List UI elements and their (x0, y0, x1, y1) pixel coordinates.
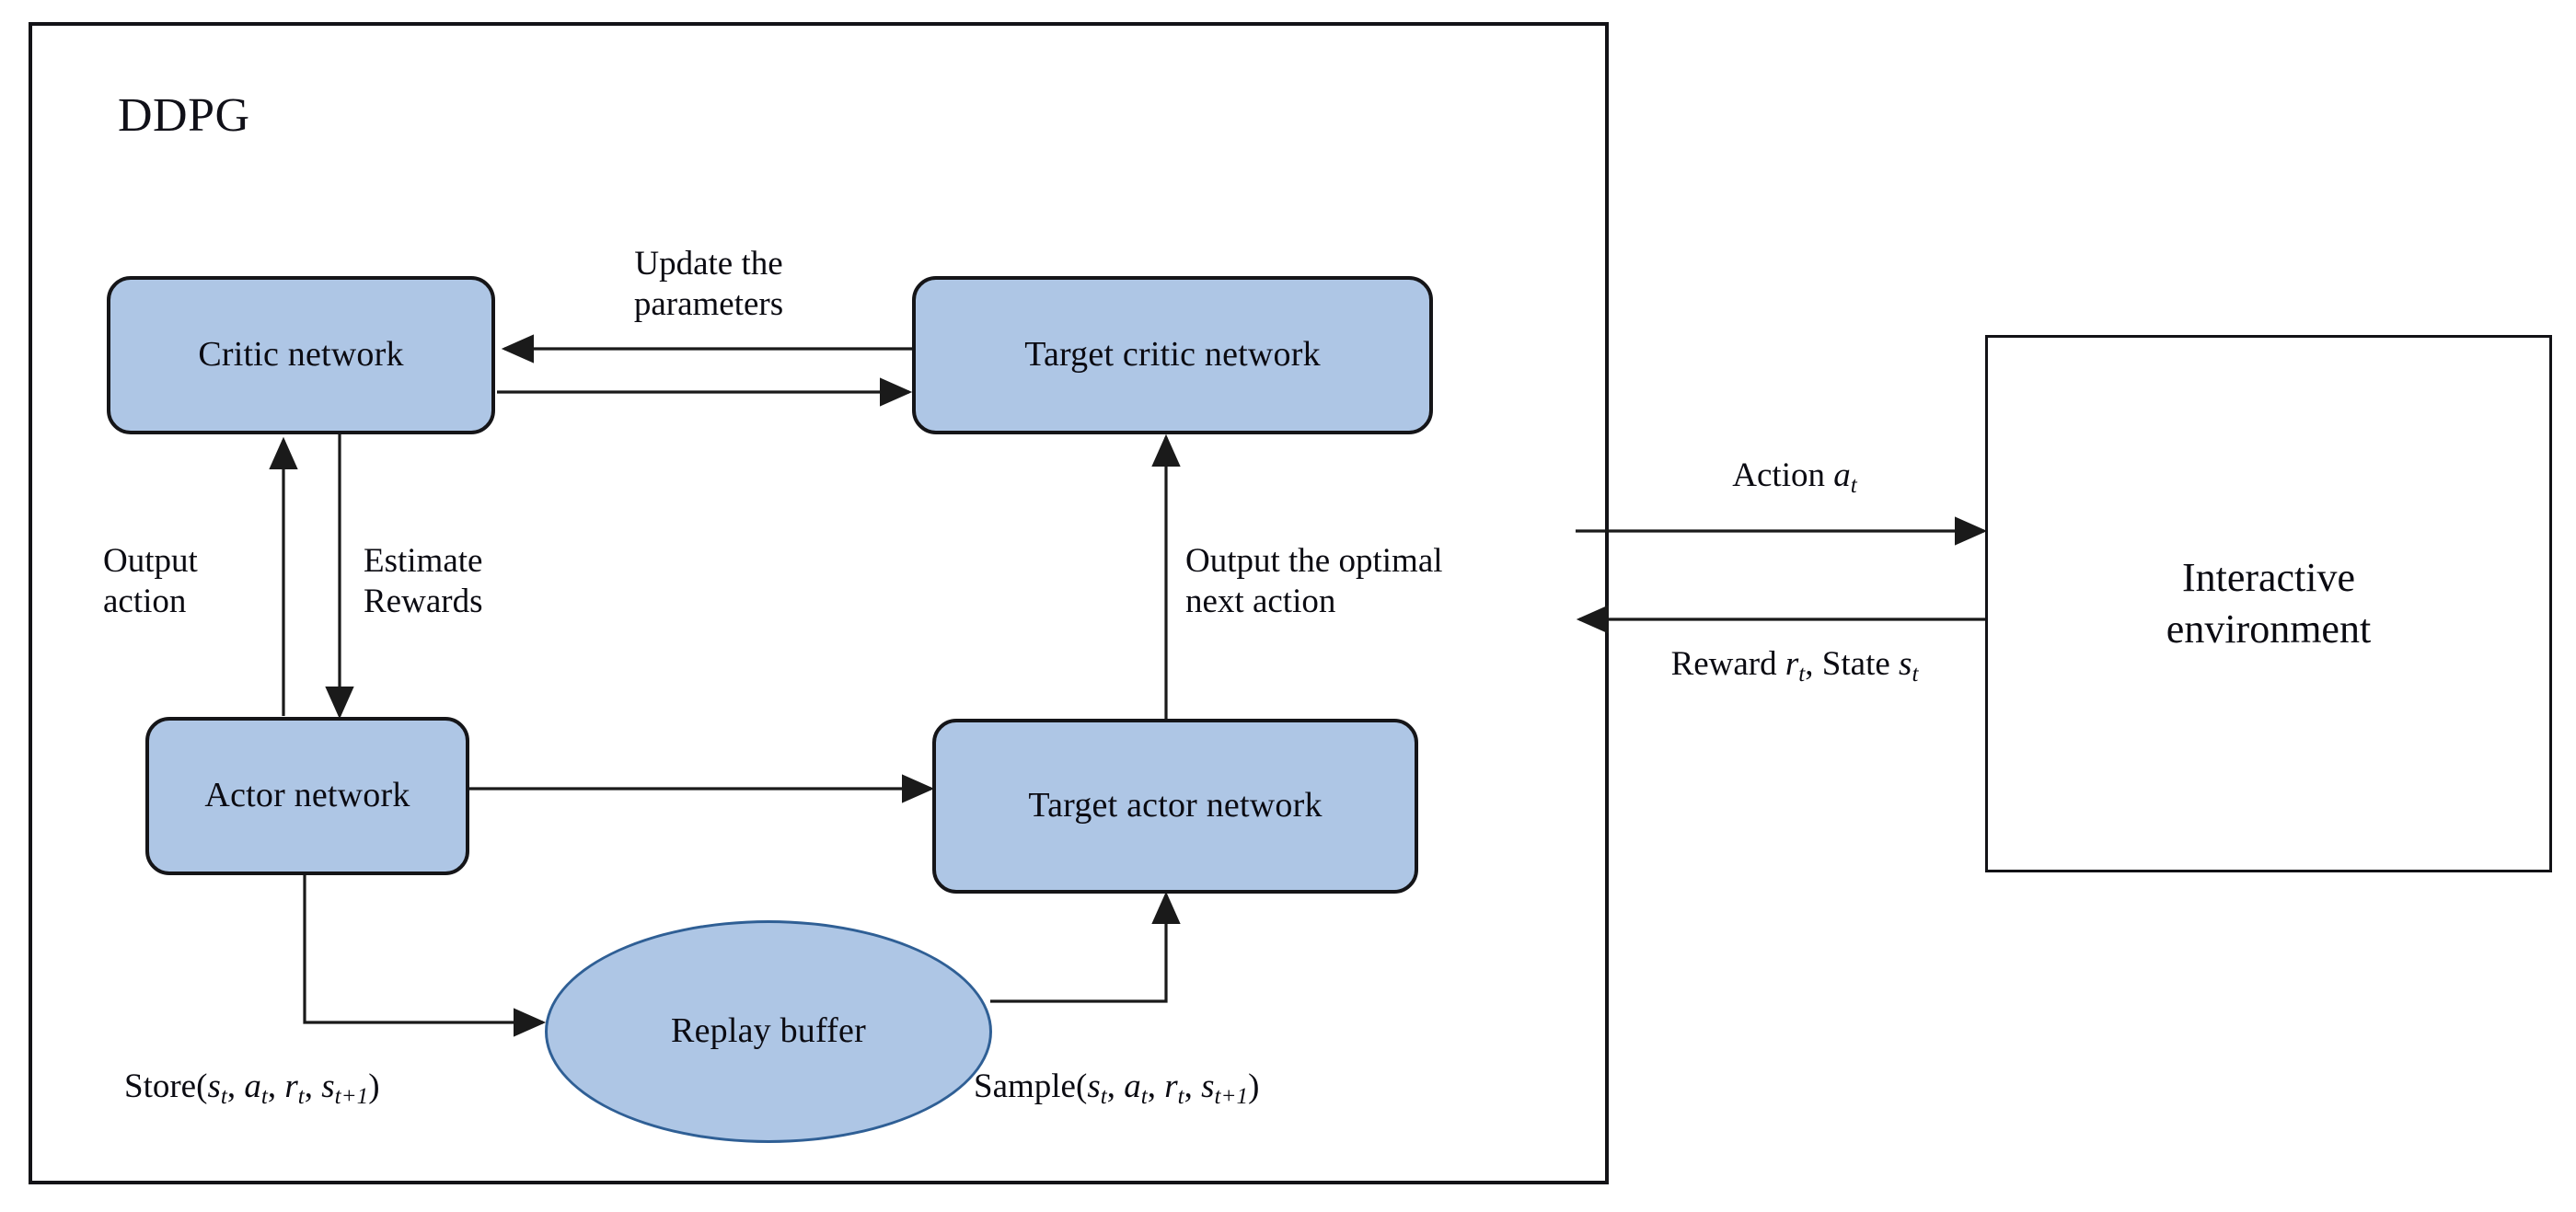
ddpg-container (29, 22, 1609, 1184)
sample-sep-3: , (1184, 1068, 1202, 1105)
page-title: DDPG (118, 89, 250, 142)
node-target-critic-network-label: Target critic network (1024, 335, 1321, 375)
store-paren-close: ) (368, 1068, 380, 1105)
edge-label-output-optimal-next-action-line1: Output the optimal (1185, 542, 1443, 580)
node-interactive-environment[interactable]: Interactive environment (1985, 335, 2552, 872)
edge-label-update-parameters: Update the parameters (598, 244, 819, 324)
store-arg-next-state: s (321, 1068, 335, 1105)
store-arg-next-state-sub: t+1 (334, 1084, 369, 1110)
sample-arg-reward-sub: t (1177, 1084, 1184, 1110)
node-interactive-environment-label-line2: environment (2166, 606, 2372, 652)
store-arg-action-sub: t (260, 1084, 268, 1110)
store-sep-3: , (304, 1068, 322, 1105)
node-interactive-environment-label-line1: Interactive (2181, 554, 2356, 600)
edge-label-reward-text: Reward (1670, 645, 1777, 683)
node-target-actor-network-label: Target actor network (1028, 786, 1323, 825)
sample-paren-open: ( (1075, 1068, 1088, 1105)
store-arg-reward-sub: t (297, 1084, 305, 1110)
node-target-actor-network[interactable]: Target actor network (932, 719, 1418, 894)
store-sep-1: , (226, 1068, 245, 1105)
edge-label-output-action-line2: action (103, 582, 187, 620)
store-paren-open: ( (196, 1068, 208, 1105)
edge-label-action-var: a (1833, 456, 1851, 494)
edge-label-update-parameters-line1: Update the (634, 245, 783, 283)
edge-label-estimate-rewards-line1: Estimate (364, 542, 483, 580)
edge-label-state-var: s (1899, 645, 1912, 683)
edge-label-state-text: State (1821, 645, 1890, 683)
edge-label-action: Action at (1620, 456, 1970, 500)
edge-label-output-optimal-next-action: Output the optimal next action (1185, 541, 1535, 621)
store-sep-2: , (267, 1068, 285, 1105)
edge-label-estimate-rewards: Estimate Rewards (364, 541, 575, 621)
edge-label-store-tuple: Store(st, at, rt, st+1) (124, 1067, 380, 1111)
node-critic-network[interactable]: Critic network (107, 276, 495, 434)
store-arg-action: a (244, 1068, 261, 1105)
node-critic-network-label: Critic network (198, 335, 404, 375)
node-replay-buffer-label: Replay buffer (671, 1011, 866, 1051)
node-target-critic-network[interactable]: Target critic network (912, 276, 1433, 434)
node-actor-network-label: Actor network (204, 776, 410, 815)
edge-label-reward-state: Reward rt, State st (1592, 644, 1997, 688)
sample-arg-state: s (1087, 1068, 1101, 1105)
sample-sep-2: , (1147, 1068, 1165, 1105)
edge-label-action-text: Action (1732, 456, 1825, 494)
edge-label-reward-var: r (1785, 645, 1799, 683)
edge-label-sample-tuple: Sample(st, at, rt, st+1) (974, 1067, 1259, 1111)
edge-label-reward-separator: , (1805, 645, 1822, 683)
sample-arg-next-state-sub: t+1 (1214, 1084, 1249, 1110)
edge-label-action-subscript: t (1850, 473, 1857, 499)
sample-arg-action-sub: t (1140, 1084, 1148, 1110)
edge-label-estimate-rewards-line2: Rewards (364, 582, 483, 620)
edge-label-output-action: Output action (103, 541, 287, 621)
edge-actor-to-replay-buffer (303, 874, 547, 1037)
edge-label-update-parameters-line2: parameters (633, 284, 784, 323)
store-function-name: Store (124, 1068, 197, 1105)
edge-label-state-subscript: t (1912, 662, 1919, 687)
edge-replay-buffer-to-target-actor (990, 891, 1181, 1003)
node-replay-buffer[interactable]: Replay buffer (545, 920, 992, 1143)
store-arg-state: s (207, 1068, 221, 1105)
sample-arg-state-sub: t (1100, 1084, 1107, 1110)
sample-function-name: Sample (974, 1068, 1076, 1105)
edge-label-reward-subscript: t (1798, 662, 1806, 687)
sample-arg-next-state: s (1201, 1068, 1215, 1105)
edge-label-output-optimal-next-action-line2: next action (1185, 582, 1336, 620)
store-arg-reward: r (284, 1068, 298, 1105)
sample-arg-action: a (1124, 1068, 1141, 1105)
node-actor-network[interactable]: Actor network (145, 717, 469, 875)
sample-paren-close: ) (1248, 1068, 1260, 1105)
edge-label-output-action-line1: Output (103, 542, 198, 580)
store-arg-state-sub: t (220, 1084, 227, 1110)
sample-arg-reward: r (1164, 1068, 1178, 1105)
sample-sep-1: , (1106, 1068, 1125, 1105)
